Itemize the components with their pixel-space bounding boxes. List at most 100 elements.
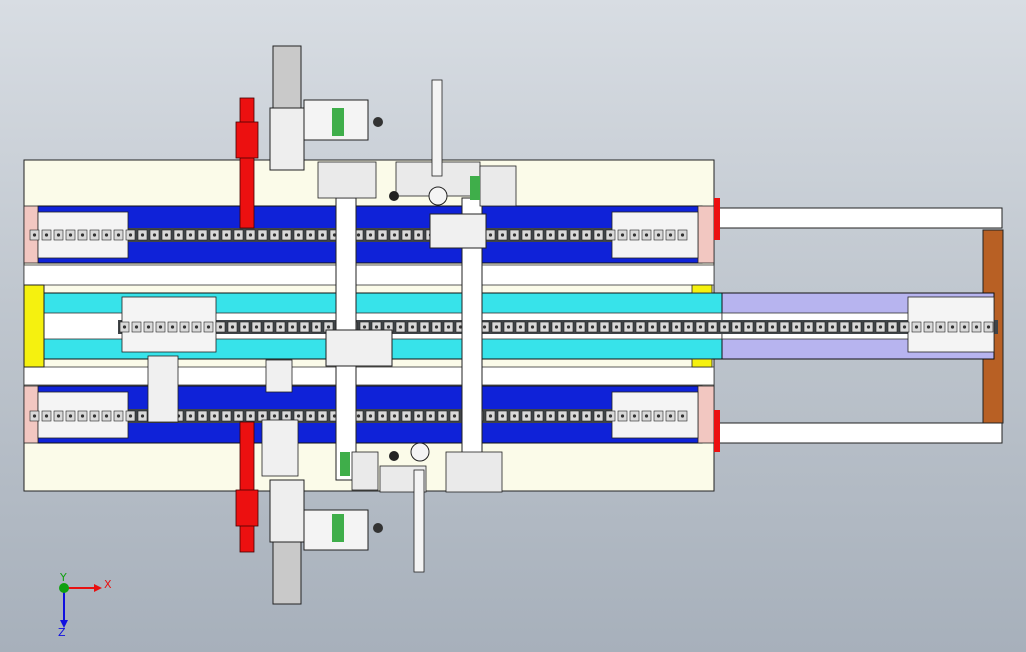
chain-pin: [272, 414, 277, 418]
chain-pin: [644, 414, 649, 418]
chain-pin: [248, 414, 253, 418]
chain-pin: [746, 325, 751, 329]
chain-pin: [158, 325, 163, 329]
chain-pin: [524, 233, 529, 237]
chain-pin: [404, 233, 409, 237]
chain-pin: [488, 233, 493, 237]
bracket-right-upper: [697, 205, 715, 264]
base-plate-inner-band-lower: [23, 366, 715, 386]
chain-pin: [236, 233, 241, 237]
sensor-marker-top: [691, 284, 713, 294]
lower-block-right: [445, 451, 503, 493]
coordinate-triad: X Y Z: [58, 572, 112, 636]
chain-pin: [326, 325, 331, 329]
chain-pin: [410, 325, 415, 329]
chain-pin: [356, 233, 361, 237]
carriage-center-left: [325, 329, 393, 367]
top-cylinder-collar: [235, 121, 259, 159]
chain-pin: [278, 325, 283, 329]
lower-chain: [28, 409, 700, 423]
chain-pin: [224, 414, 229, 418]
bottom-knob-icon[interactable]: [373, 523, 383, 533]
bracket-right-lower: [697, 385, 715, 444]
chain-pin: [830, 325, 835, 329]
chain-pin: [434, 325, 439, 329]
chain-pin: [182, 325, 187, 329]
bottom-motor: [272, 539, 302, 605]
chain-pin: [140, 233, 145, 237]
chain-pin: [668, 414, 673, 418]
triad-y-axis-icon: [59, 583, 69, 593]
chain-pin: [620, 414, 625, 418]
chain-pin: [92, 233, 97, 237]
triad-x-arrow-icon: [94, 584, 102, 592]
end-plate: [23, 284, 45, 368]
chain-pin: [596, 414, 601, 418]
fixture-mid-lower: [265, 359, 293, 393]
chain-pin: [572, 414, 577, 418]
triad-y-label: Y: [59, 572, 67, 584]
chain-pin: [314, 325, 319, 329]
chain-pin: [428, 414, 433, 418]
chain-pin: [458, 325, 463, 329]
chain-pin: [710, 325, 715, 329]
chain-pin: [506, 325, 511, 329]
chain-pin: [542, 325, 547, 329]
chain-pin: [566, 325, 571, 329]
chain-pin: [758, 325, 763, 329]
chain-pin: [644, 233, 649, 237]
chain-pin: [356, 414, 361, 418]
chain-pin: [818, 325, 823, 329]
chain-pin: [548, 414, 553, 418]
chain-pin: [80, 233, 85, 237]
chain-pin: [332, 414, 337, 418]
chain-pin: [92, 414, 97, 418]
chain-pin: [512, 233, 517, 237]
upper-block-left: [317, 161, 377, 199]
chain-pin: [584, 414, 589, 418]
chain-pin: [572, 233, 577, 237]
chain-pin: [866, 325, 871, 329]
triad-x-label: X: [104, 578, 112, 591]
chain-pin: [596, 233, 601, 237]
chain-pin: [452, 414, 457, 418]
lower-screw-icon: [389, 451, 399, 461]
chain-pin: [32, 414, 37, 418]
carriage-center-right: [429, 213, 487, 249]
upper-screw-icon: [389, 191, 399, 201]
chain-pin: [584, 233, 589, 237]
chain-pin: [392, 233, 397, 237]
chain-pin: [842, 325, 847, 329]
triad-z-label: Z: [58, 626, 66, 636]
chain-pin: [608, 233, 613, 237]
chain-pin: [320, 233, 325, 237]
chain-pin: [200, 233, 205, 237]
chain-pin: [44, 414, 49, 418]
chain-pin: [680, 414, 685, 418]
chain-pin: [722, 325, 727, 329]
chain-pin: [260, 233, 265, 237]
fixture-upper-green: [470, 176, 480, 200]
chain-pin: [416, 414, 421, 418]
lower-pneumatic-rod: [413, 469, 425, 573]
chain-pin: [974, 325, 979, 329]
chain-pin: [698, 325, 703, 329]
chain-pin: [626, 325, 631, 329]
upper-valve: [428, 186, 448, 206]
top-clamp-accent: [332, 108, 344, 136]
chain-pin: [152, 233, 157, 237]
chain-pin: [140, 414, 145, 418]
chain-pin: [134, 325, 139, 329]
chain-pin: [578, 325, 583, 329]
chain-pin: [560, 414, 565, 418]
chain-pin: [602, 325, 607, 329]
chain-pin: [386, 325, 391, 329]
chain-pin: [188, 233, 193, 237]
chain-pin: [662, 325, 667, 329]
top-knob-icon[interactable]: [373, 117, 383, 127]
bottom-cylinder-collar: [235, 489, 259, 527]
chain-pin: [494, 325, 499, 329]
chain-pin: [668, 233, 673, 237]
